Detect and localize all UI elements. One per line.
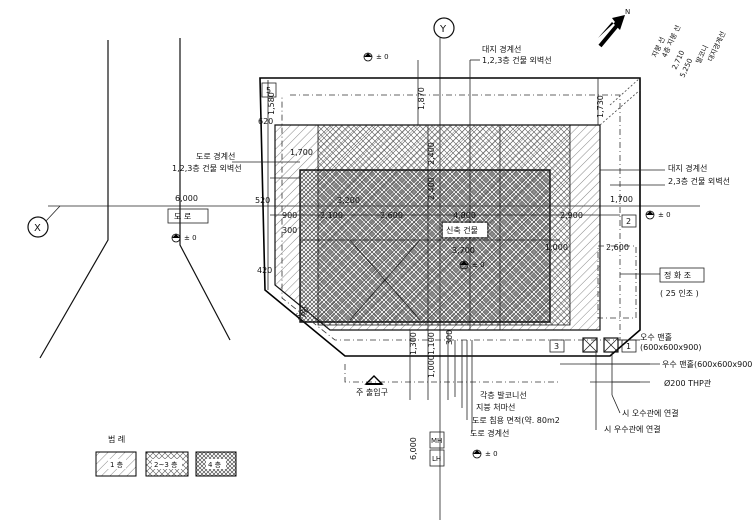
city-sewer: 시 오수관에 연결 <box>622 408 679 418</box>
dim-3700: 3,700 <box>452 246 475 255</box>
dim-3200: 3,200 <box>337 196 360 205</box>
y-axis-bubble <box>433 17 455 39</box>
lh-label: LH <box>432 455 441 463</box>
dim-1100: 1,100 <box>427 332 436 355</box>
dim-1700b: 1,700 <box>610 195 633 204</box>
level-marker-5 <box>472 449 482 459</box>
level-marker-3 <box>459 260 469 270</box>
road-edge-right <box>179 38 231 341</box>
dim-300: 300 <box>282 226 297 235</box>
level-text-1: ± 0 <box>376 53 389 61</box>
dim-1580: 1,580 <box>267 92 276 115</box>
floor4-area <box>299 169 551 323</box>
level-marker-2 <box>171 233 181 243</box>
dim-2400b: 2,400 <box>427 177 436 200</box>
septic-tank <box>597 245 637 319</box>
tag-2-box <box>621 214 637 228</box>
new-building-box <box>441 221 489 239</box>
pipe-label: Ø200 THP관 <box>664 378 712 388</box>
legend-1: 1 층 <box>110 460 124 469</box>
tag-3-box <box>549 339 565 353</box>
rain-pit: 오수 맨홀 <box>640 332 672 342</box>
dim-2600b: 2,600 <box>606 243 629 252</box>
x-axis-label: X <box>34 223 41 234</box>
level-marker-1 <box>363 52 373 62</box>
north-text-4: 발코니 <box>694 44 710 65</box>
manhole-1 <box>582 337 598 353</box>
city-storm: 시 우수관에 연결 <box>604 424 661 434</box>
dim-1700a: 1,700 <box>290 148 313 157</box>
road-label-box <box>167 208 209 224</box>
road-line-bottom: 도로 경계선 <box>470 428 509 438</box>
north-label: N <box>625 8 630 16</box>
dim-420: 420 <box>257 266 272 275</box>
dim-520b: 520 <box>255 196 270 205</box>
dim-2600: 2,600 <box>380 211 403 220</box>
north-arrow-icon <box>598 15 625 38</box>
site-line-top: 대지 경계선 <box>482 44 521 54</box>
road-edge-left <box>39 40 109 359</box>
mh-box <box>429 431 445 449</box>
dim-2400a: 2,400 <box>427 142 436 165</box>
level-text-3: ± 0 <box>472 261 485 269</box>
dim-1000: 1,000 <box>545 243 568 252</box>
y-axis-label: Y <box>439 24 447 35</box>
tag-3: 3 <box>554 342 559 351</box>
dim-2100: 2,100 <box>320 211 343 220</box>
septic-label-box <box>659 267 705 283</box>
lh-box <box>429 449 445 467</box>
legend-title: 범 례 <box>108 434 125 444</box>
wall-123-top: 1,2,3층 건물 외벽선 <box>482 55 552 65</box>
entrance-label: 주 출입구 <box>356 387 388 397</box>
level-text-4: ± 0 <box>658 211 671 219</box>
entrance-icon <box>364 375 384 385</box>
road-label: 도 로 <box>174 212 191 221</box>
dim-900: 900 <box>282 211 297 220</box>
north-text-1: 대지경계선 <box>706 30 728 63</box>
tag-1: 1 <box>626 342 631 351</box>
dim-6000v: 6,000 <box>409 437 418 460</box>
dim-1300: 1,300 <box>409 332 418 355</box>
legend-4: 4 층 <box>208 460 222 469</box>
tag-5-box <box>261 82 277 98</box>
septic-label: 정 화 조 <box>664 270 691 280</box>
new-building-label: 신축 건물 <box>446 225 478 235</box>
wall-123-left: 1,2,3층 건물 외벽선 <box>172 163 242 173</box>
balcony-line <box>281 94 621 341</box>
roof-line: 지붕 처마선 <box>476 403 515 412</box>
dim-1000b: 1,000 <box>427 355 436 378</box>
site-line-right: 대지 경계선 <box>668 163 707 173</box>
road-area: 도로 침용 면적(약. 80m2 <box>472 415 560 425</box>
tag-2: 2 <box>626 217 631 226</box>
floor-line: 각층 발코니선 <box>480 390 527 400</box>
dim-2100b: 2,900 <box>560 211 583 220</box>
manhole-2 <box>603 337 619 353</box>
road-line-lower <box>344 364 560 383</box>
level-text-2: ± 0 <box>184 234 197 242</box>
dim-4800: 4,800 <box>453 211 476 220</box>
dim-6000h: 6,000 <box>175 194 198 203</box>
level-marker-4 <box>645 210 655 220</box>
x-axis-bubble <box>27 216 49 238</box>
tag-1-box <box>621 339 637 353</box>
road-line-left: 도로 경계선 <box>196 151 235 161</box>
septic-capacity: ( 25 인조 ) <box>660 288 699 298</box>
dim-620: 620 <box>258 117 273 126</box>
level-text-5: ± 0 <box>485 450 498 458</box>
mh-label: MH <box>431 437 442 445</box>
tag-5: 5 <box>266 86 271 95</box>
wall-23-right: 2,3층 건물 외벽선 <box>668 176 730 186</box>
rain-pit-size: (600x600x900) <box>640 343 702 352</box>
dim-300b: 300 <box>445 330 454 345</box>
legend-23: 2~3 층 <box>154 460 178 469</box>
dim-1730: 1,730 <box>596 95 605 118</box>
dim-1870: 1,870 <box>417 87 426 110</box>
storm-pit: 우수 맨홀(600x600x900) <box>662 359 752 369</box>
